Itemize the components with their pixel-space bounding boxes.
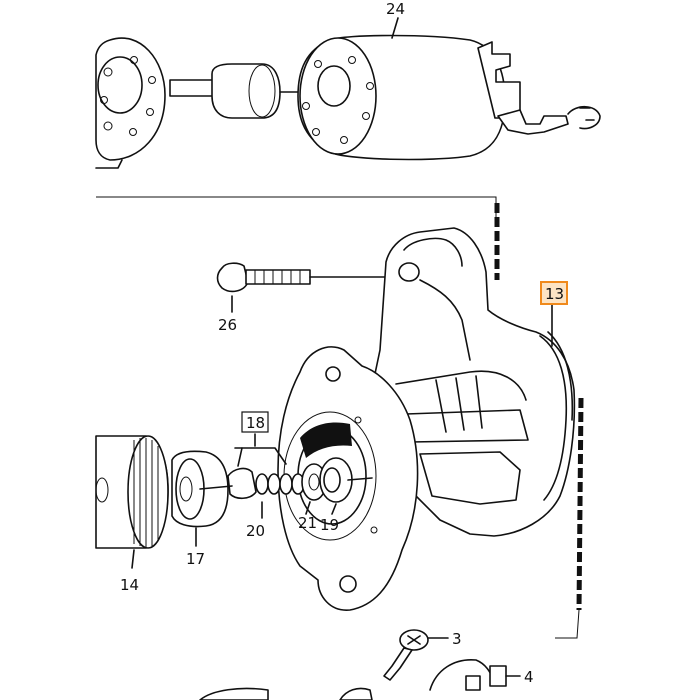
callout-18-box [241, 411, 269, 433]
callout-3: 3 [452, 630, 462, 648]
bushing-17 [171, 450, 233, 528]
callout-20: 20 [246, 522, 265, 540]
callout-14: 14 [120, 576, 139, 594]
leader-21 [305, 501, 311, 515]
callout-18: 18 [246, 414, 265, 432]
callout-19: 19 [320, 516, 339, 534]
screw-3 [383, 629, 449, 681]
callout-24: 24 [386, 0, 405, 18]
callout-13-highlight [540, 281, 568, 305]
leader-24 [391, 17, 399, 39]
flange-plate-top [95, 37, 166, 169]
lower-housing-partial [199, 687, 373, 700]
callout-21: 21 [298, 514, 317, 532]
callout-17: 17 [186, 550, 205, 568]
callout-13: 13 [545, 285, 564, 303]
pinion-gear-14 [95, 435, 169, 549]
callout-26: 26 [218, 316, 237, 334]
leader-19 [331, 503, 337, 515]
callout-4: 4 [524, 668, 534, 686]
plunger-rod [169, 63, 331, 119]
leader-18 [234, 433, 287, 467]
spring-pack-20 [227, 467, 305, 500]
terminal-4 [429, 659, 521, 691]
bolt-26 [216, 262, 399, 313]
bearing-19 [319, 457, 373, 503]
leader-14 [131, 549, 135, 569]
solenoid-body [297, 34, 601, 161]
assembly-boundary [96, 196, 584, 639]
